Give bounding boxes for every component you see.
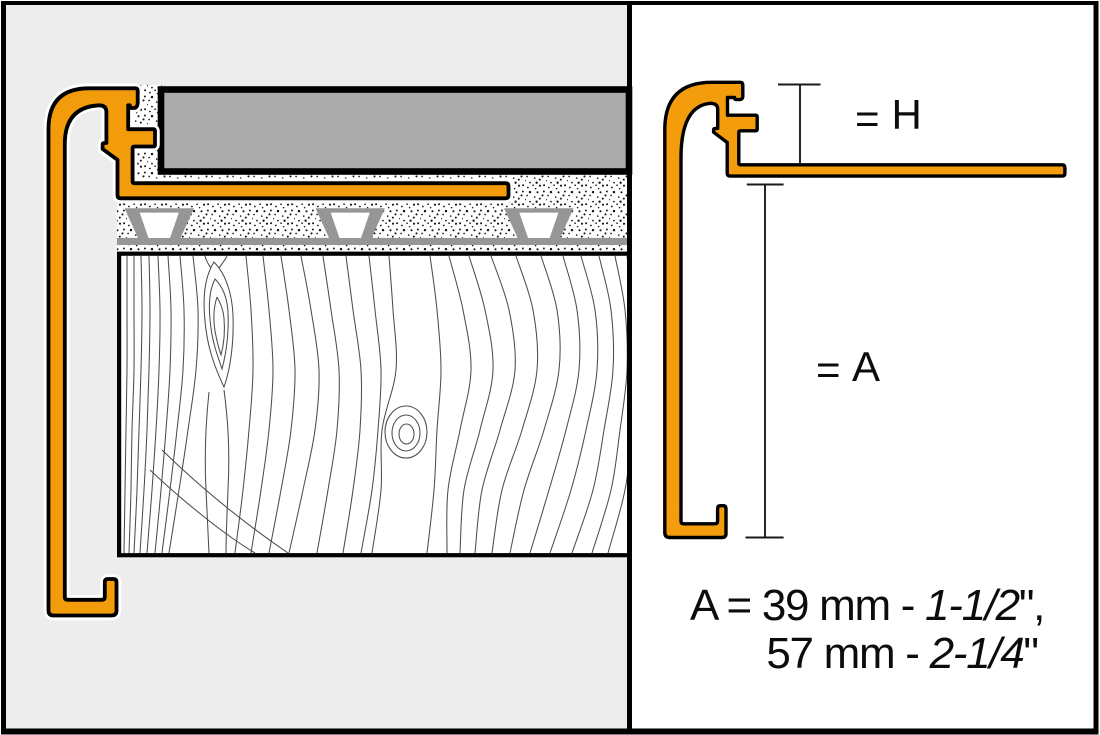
svg-text:H: H [892,91,922,138]
svg-text:A = 39 mm - 1-1/2",: A = 39 mm - 1-1/2", [690,581,1044,630]
svg-text:=: = [855,95,880,142]
svg-text:=: = [816,346,841,393]
svg-text:A: A [852,343,880,390]
svg-text:57 mm - 2-1/4": 57 mm - 2-1/4" [766,629,1037,678]
